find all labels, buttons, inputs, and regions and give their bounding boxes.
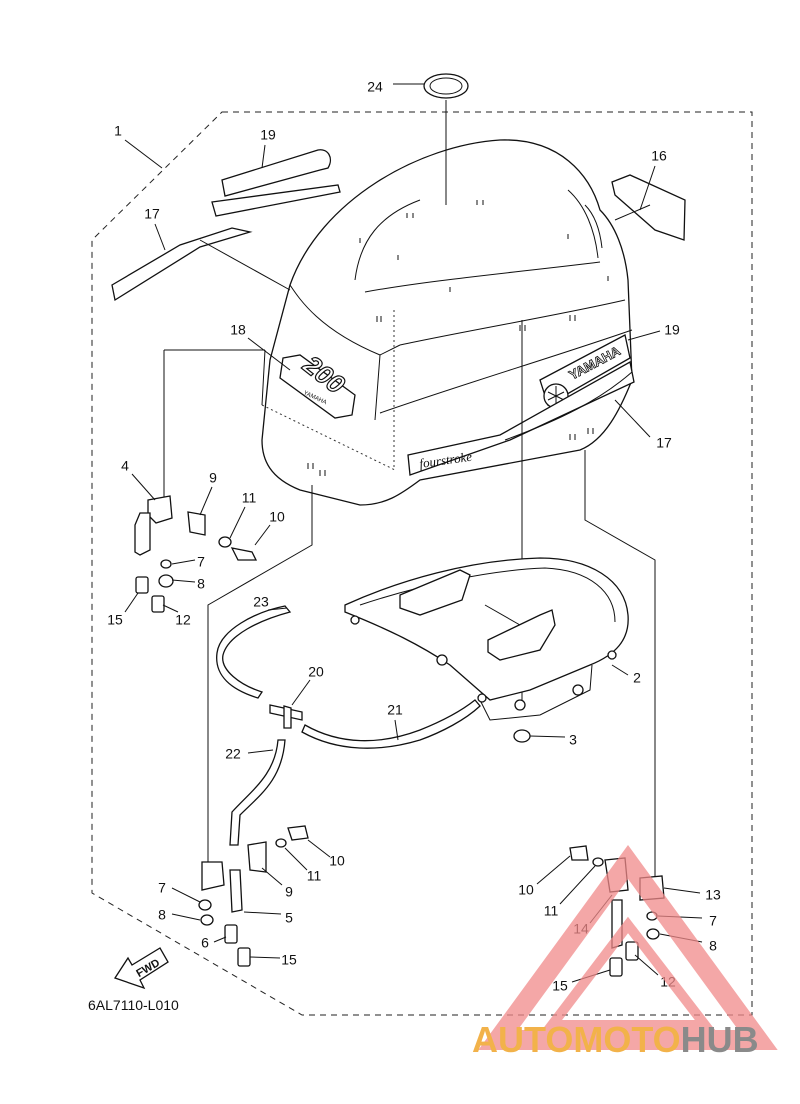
cowling-clip-marks (307, 200, 609, 476)
fourstroke-decal-text: fourstroke (418, 449, 473, 471)
callout-c18: 18 (230, 322, 246, 338)
part-20-tee-joint (269, 704, 303, 729)
watermark-text-secondary: HUB (681, 1019, 759, 1060)
callout-c5: 5 (285, 910, 293, 926)
callout-c20: 20 (308, 664, 324, 680)
leader-line-c7a (171, 559, 196, 565)
callout-leaders (124, 83, 703, 983)
part-17-left-stripe (111, 227, 253, 302)
fourstroke-stripe-decal: fourstroke (407, 360, 635, 476)
leader-line-c1 (124, 139, 163, 169)
part-21-hose (301, 699, 481, 749)
leader-line-c17a (154, 223, 166, 251)
callout-c16: 16 (651, 148, 667, 164)
leader-line-c22 (247, 749, 274, 754)
leader-line-c13 (663, 887, 701, 894)
leader-line-c10c (536, 855, 571, 885)
part-2-apron (344, 557, 629, 721)
leader-line-c7b (171, 887, 201, 903)
assembly-boundary (91, 111, 753, 1016)
callout-c15b: 15 (281, 952, 297, 968)
callout-c7c: 7 (709, 913, 717, 929)
left-upper-hinge-set (134, 495, 258, 613)
leader-line-c17b (614, 399, 651, 438)
left-lower-hinge-set (198, 825, 309, 967)
part-22-hose (229, 739, 286, 846)
leader-line-c11b (284, 847, 308, 871)
callout-c10a: 10 (269, 509, 285, 525)
part-19-left-decal (221, 149, 332, 197)
leader-line-c12b (634, 954, 659, 976)
leader-line-c12a (162, 604, 179, 613)
leader-line-c9a (199, 486, 213, 516)
callout-c21: 21 (387, 702, 403, 718)
callout-c17a: 17 (144, 206, 160, 222)
callout-c3: 3 (569, 732, 577, 748)
svg-text:AUTOMOTOHUB: AUTOMOTOHUB (472, 1019, 759, 1060)
leader-line-c19b (627, 330, 661, 341)
leader-line-c2 (611, 664, 629, 676)
leader-line-c10b (307, 839, 331, 858)
leader-line-c16 (639, 165, 656, 211)
leader-line-c15b (249, 956, 281, 959)
leader-line-c8a (171, 579, 196, 583)
fwd-arrow: FWD (114, 947, 169, 990)
leader-line-c21 (394, 719, 399, 741)
leader-line-c10a (254, 524, 271, 546)
part-16-right-decal (611, 174, 686, 241)
callout-c15a: 15 (107, 612, 123, 628)
leader-line-c23 (267, 607, 288, 611)
callout-c11a: 11 (242, 490, 257, 506)
callout-c24: 24 (367, 79, 383, 95)
callout-c23: 23 (253, 594, 269, 610)
leader-line-c3 (529, 735, 566, 738)
part-23-hose (216, 605, 292, 699)
leader-line-c11c (559, 865, 596, 905)
leader-line-c4a (131, 473, 156, 501)
leader-line-c18 (247, 337, 291, 371)
leader-line-c19a (261, 144, 266, 169)
part-19-left-decal-lower (211, 184, 341, 217)
callout-c2: 2 (633, 670, 641, 686)
leader-line-c20 (291, 679, 311, 706)
callout-c15c: 15 (552, 978, 568, 994)
callout-c1: 1 (114, 123, 122, 139)
leader-line-c6 (213, 936, 227, 943)
leader-line-c5 (243, 911, 282, 915)
watermark-text-primary: AUTOMOTO (472, 1019, 681, 1060)
watermark: AUTOMOTOHUB (472, 845, 778, 1060)
callout-c9b: 9 (285, 884, 293, 900)
leader-line-c8b (171, 913, 201, 921)
callout-c7a: 7 (197, 554, 205, 570)
leader-line-c9b (261, 867, 283, 886)
callout-c11c: 11 (544, 903, 559, 919)
callout-c7b: 7 (158, 880, 166, 896)
callout-c8b: 8 (158, 907, 166, 923)
callout-c9a: 9 (209, 470, 217, 486)
callout-c19a: 19 (260, 127, 276, 143)
callout-c11b: 11 (307, 868, 322, 884)
callout-c10c: 10 (518, 882, 534, 898)
callout-c12a: 12 (175, 612, 191, 628)
callout-c17b: 17 (656, 435, 672, 451)
drawing-code: 6AL7110-L010 (88, 997, 179, 1013)
leader-line-c15a (124, 592, 139, 613)
callout-c22: 22 (225, 746, 241, 762)
callout-c4a: 4 (121, 458, 129, 474)
callout-c8a: 8 (197, 576, 205, 592)
callout-c8c: 8 (709, 938, 717, 954)
part-3-nut (513, 729, 531, 743)
callout-c6: 6 (201, 935, 209, 951)
leader-line-c11a (229, 506, 246, 539)
callout-c10b: 10 (329, 853, 345, 869)
callout-c19b: 19 (664, 322, 680, 338)
callout-c13: 13 (705, 887, 721, 903)
